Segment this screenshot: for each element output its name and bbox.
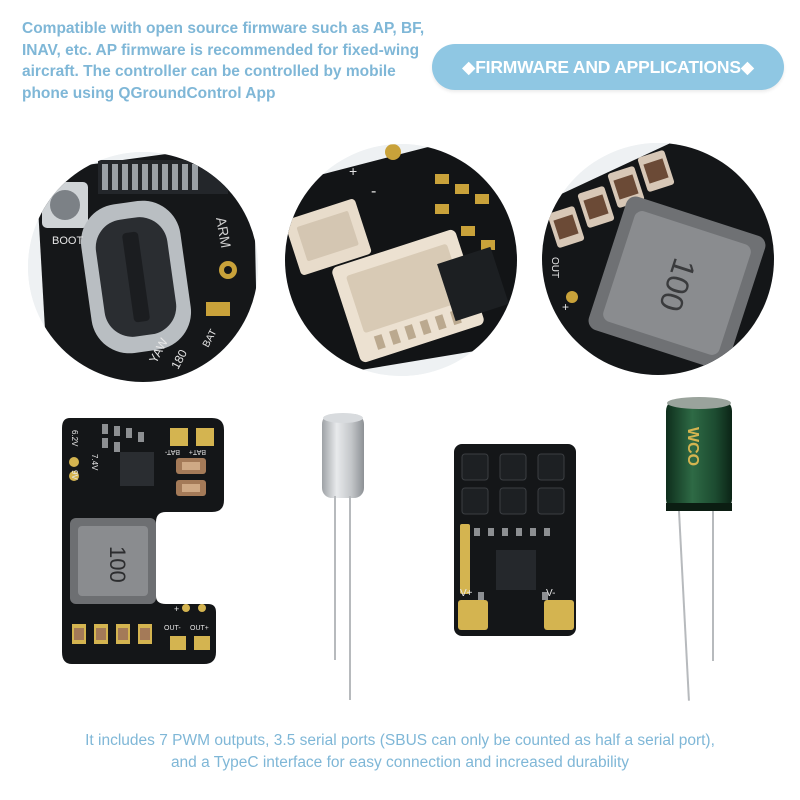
silk-plus-inductor: + bbox=[562, 300, 569, 314]
silk-plus-bec: + bbox=[174, 604, 179, 614]
silk-minus: - bbox=[371, 183, 376, 200]
bec-power-module: 100 6.2V 7.4V 9V BAT- BAT+ OUT- OUT+ + bbox=[62, 418, 224, 664]
jst-connectors-closeup-photo: + - bbox=[285, 144, 517, 376]
silk-arm: ARM bbox=[213, 216, 234, 249]
silk-plus: + bbox=[349, 163, 357, 179]
regulator-board: V+ V- bbox=[454, 444, 576, 636]
silk-bat-minus: BAT- bbox=[164, 448, 180, 455]
electrolytic-capacitor: WCO bbox=[650, 395, 738, 707]
aluminum-capacitor bbox=[316, 410, 376, 710]
usb-typec-closeup-photo: BOOT YAW 180 ARM BAT bbox=[28, 152, 258, 382]
silk-bat-plus: BAT+ bbox=[189, 448, 206, 455]
features-description: It includes 7 PWM outputs, 3.5 serial po… bbox=[85, 732, 715, 771]
regulator-board-illustration: V+ V- bbox=[454, 444, 576, 636]
aluminum-capacitor-illustration bbox=[322, 413, 364, 700]
jst-connectors-closeup-illustration: + - bbox=[285, 144, 517, 376]
bec-power-module-illustration: 100 6.2V 7.4V 9V BAT- BAT+ OUT- OUT+ + bbox=[62, 418, 224, 664]
inductor-closeup-illustration: 100 OUT + bbox=[542, 143, 774, 375]
silk-boot: BOOT bbox=[52, 235, 83, 247]
silk-out-minus: OUT- bbox=[164, 625, 181, 632]
silk-v-minus: V- bbox=[546, 588, 555, 599]
silk-7-4v: 7.4V bbox=[90, 454, 99, 471]
bec-inductor-marking: 100 bbox=[105, 546, 130, 583]
intro-description: Compatible with open source firmware suc… bbox=[22, 20, 425, 102]
silk-out-plus: OUT+ bbox=[190, 625, 209, 632]
silk-out: OUT bbox=[549, 257, 560, 278]
silk-6-2v: 6.2V bbox=[70, 430, 79, 447]
section-badge: ◆FIRMWARE AND APPLICATIONS◆ bbox=[432, 44, 784, 90]
electrolytic-capacitor-illustration: WCO bbox=[666, 397, 732, 701]
silk-9v: 9V bbox=[70, 470, 79, 480]
capacitor-brand: WCO bbox=[684, 427, 701, 466]
usb-typec-closeup-illustration: BOOT YAW 180 ARM BAT bbox=[28, 152, 258, 382]
inductor-closeup-photo: 100 OUT + bbox=[542, 143, 774, 375]
silk-v-plus: V+ bbox=[460, 588, 473, 599]
